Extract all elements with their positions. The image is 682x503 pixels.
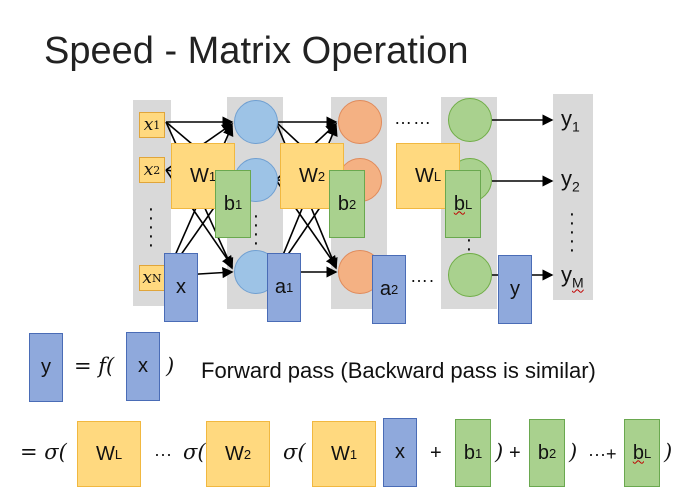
output-yM: yM xyxy=(561,262,584,291)
eq2-prefix: = σ( xyxy=(20,440,67,464)
eq2-plus-2: + xyxy=(509,442,521,464)
forward-pass-caption: Forward pass (Backward pass is similar) xyxy=(201,358,596,383)
neuron-l1-1 xyxy=(234,100,278,144)
output-y2: y2 xyxy=(561,166,580,195)
output-vdots: ····· xyxy=(568,203,576,261)
eq2-plus-1: + xyxy=(430,442,442,464)
eq2-close-2: ) xyxy=(569,440,578,464)
neuron-lL-1 xyxy=(448,98,492,142)
eq1-equals-f: = f( xyxy=(74,354,115,378)
eq2-close-1: ) xyxy=(495,440,504,464)
eq2-x-box: x xyxy=(383,418,417,487)
eq1-y-box: y xyxy=(29,333,63,402)
page-title: Speed - Matrix Operation xyxy=(44,30,469,72)
neuron-lL-n xyxy=(448,253,492,297)
output-y1: y1 xyxy=(561,106,580,135)
layerL-vdots: ·· xyxy=(465,229,473,260)
eq2-sigma-2: σ( xyxy=(183,440,206,464)
output-column xyxy=(553,94,593,300)
layer1-vdots: ···· xyxy=(252,205,260,254)
eq2-sigma-1: σ( xyxy=(283,440,306,464)
bottom-ellipsis: …. xyxy=(410,266,436,286)
eq1-x-box: x xyxy=(126,332,160,401)
eq1-close-paren: ) xyxy=(166,354,175,378)
vector-y-box: y xyxy=(498,255,532,324)
eq2-dots-1: ··· xyxy=(154,444,172,464)
eq2-close-3: ) xyxy=(664,440,673,464)
input-vdots: ····· xyxy=(147,198,155,256)
neuron-l2-1 xyxy=(338,100,382,144)
top-ellipsis: …… xyxy=(394,108,432,128)
eq2-dots-plus: ···+ xyxy=(588,444,617,464)
vector-x-box: x xyxy=(164,253,198,322)
output-connections xyxy=(492,114,554,281)
